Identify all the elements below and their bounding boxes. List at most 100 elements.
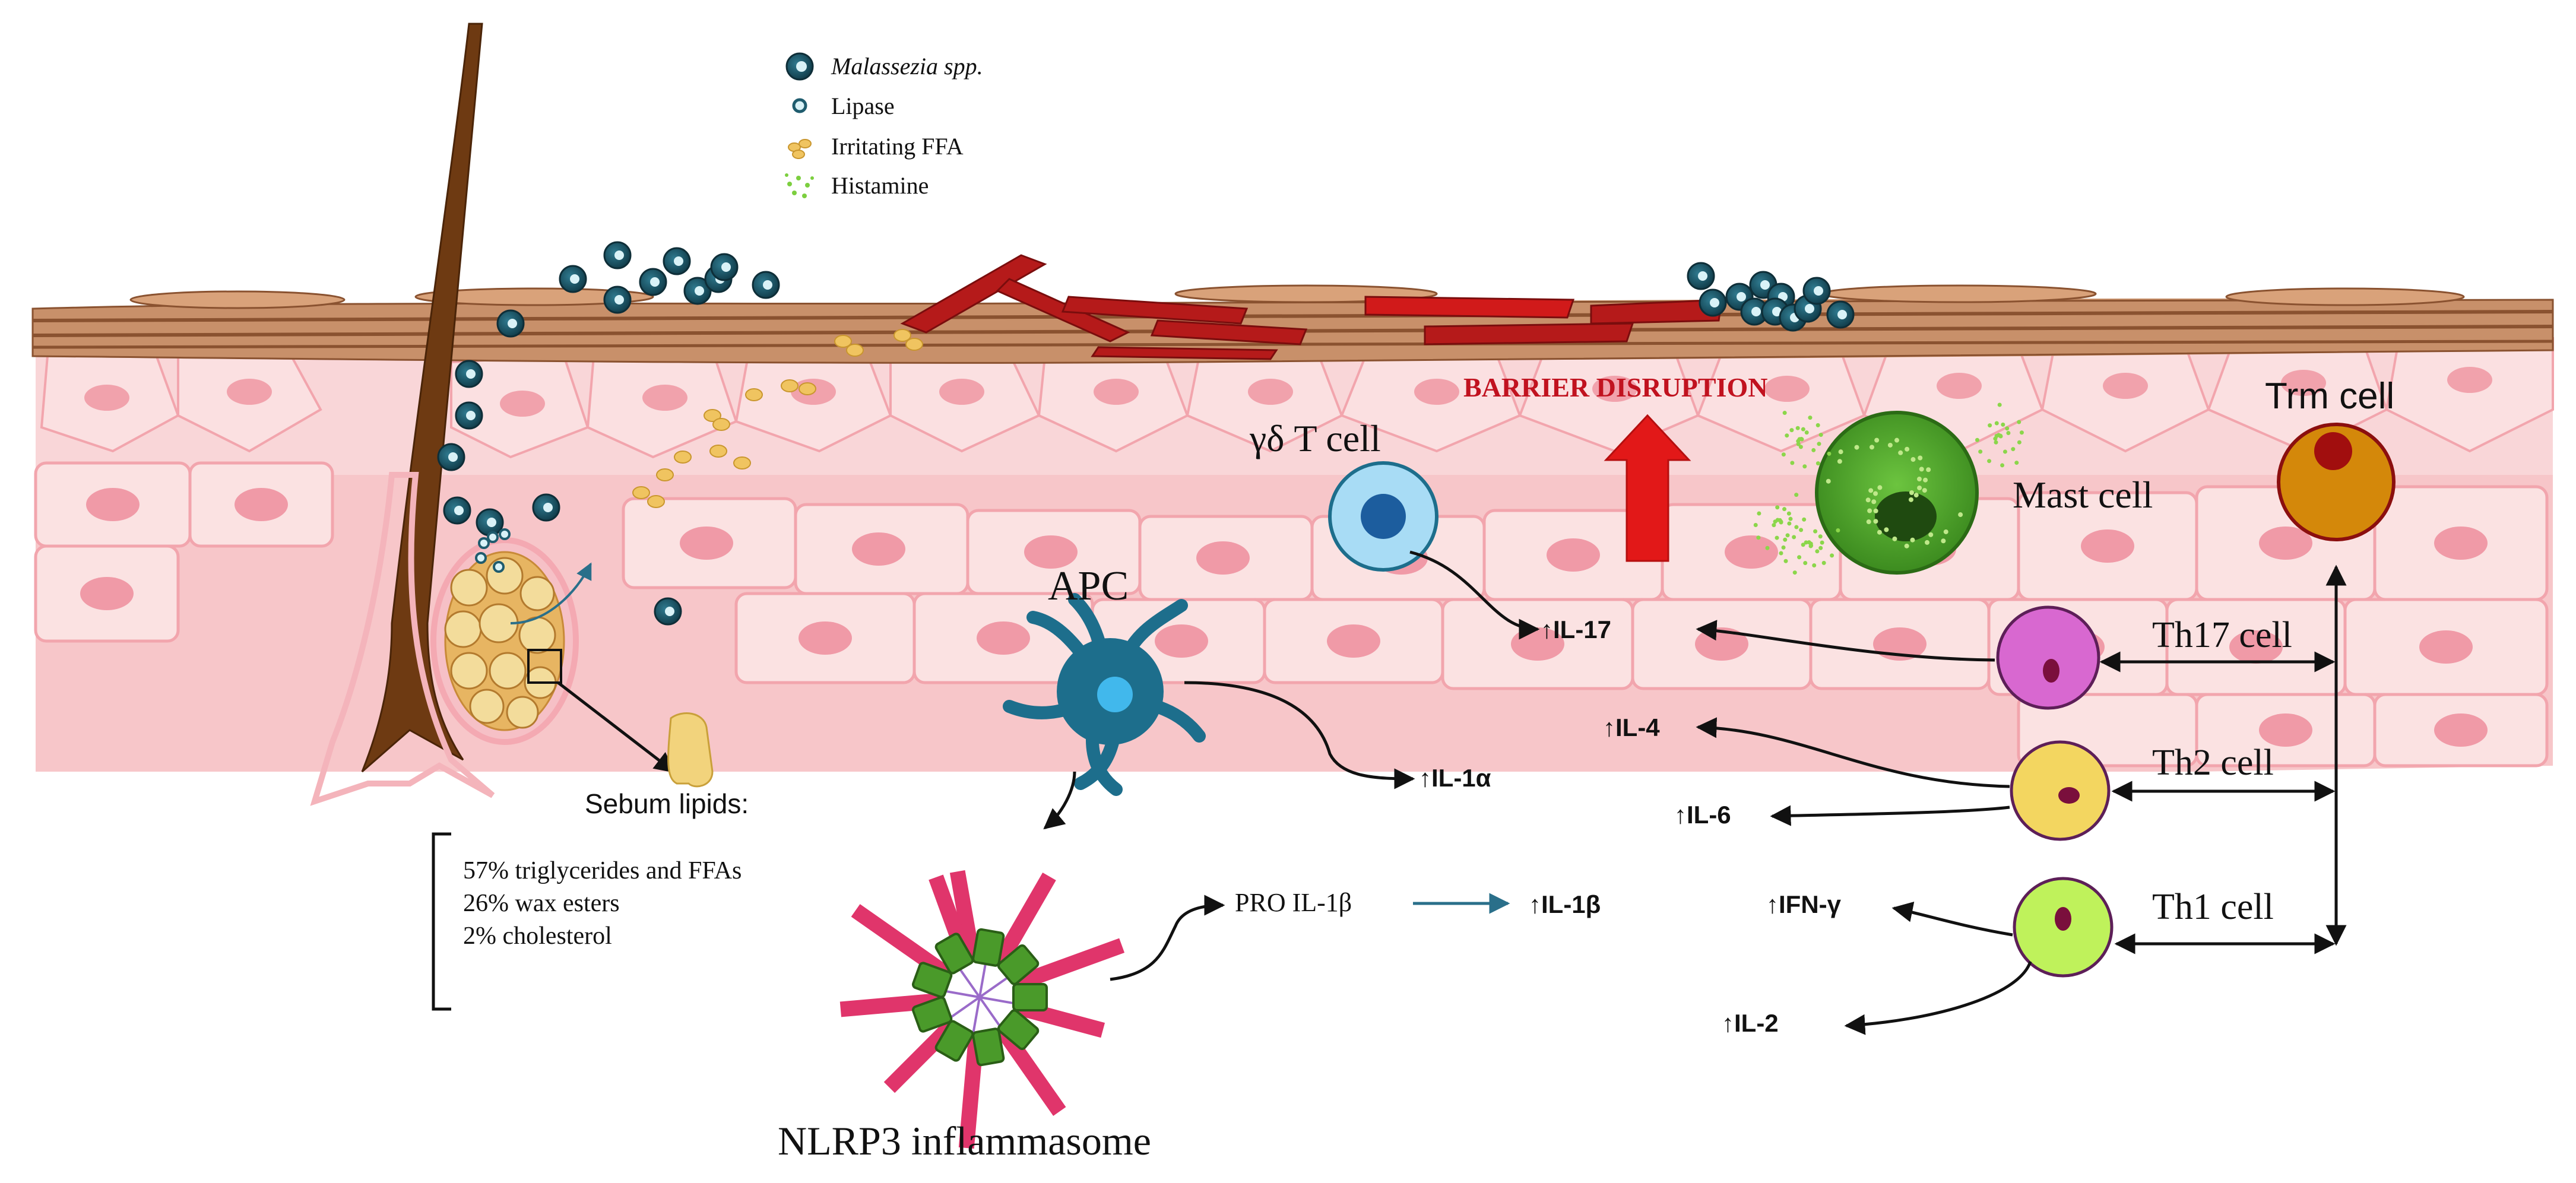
nlrp3-block (934, 933, 974, 975)
mast-granule (1918, 455, 1923, 461)
histamine-dot (1795, 426, 1800, 430)
ffa-droplet (632, 486, 650, 499)
histamine-dot (1785, 533, 1790, 538)
histamine-dot (1836, 528, 1840, 532)
th2-cell-label: Th2 cell (2152, 743, 2274, 783)
histamine-dot (1801, 427, 1805, 432)
il1a-label: ↑IL-1α (1419, 764, 1491, 792)
malassezia-cell (455, 360, 483, 388)
histamine-dot (1792, 535, 1796, 540)
mast-granule (1908, 497, 1913, 502)
histamine-dot (1813, 529, 1818, 534)
mast-granule (1871, 499, 1877, 505)
lipase-dot (478, 537, 490, 549)
sebum-bracket (432, 832, 451, 1011)
histamine-dot (1801, 543, 1805, 547)
ffa-droplet (647, 495, 665, 508)
mast-granule (1869, 445, 1874, 450)
malassezia-cell (443, 496, 471, 525)
sebaceous-gland (430, 537, 579, 745)
ffa-droplet (781, 379, 799, 392)
mast-granule (1923, 477, 1928, 483)
lipase-dot (493, 561, 505, 573)
sebum-lipid-icon (667, 712, 714, 788)
apc-cell (1003, 593, 1206, 796)
histamine-dot (1988, 423, 1992, 428)
nlrp3-spoke (972, 997, 981, 1033)
trm-cell-label: Trm cell (2265, 376, 2394, 417)
malassezia-cell (1687, 262, 1715, 290)
ffa-droplet (745, 388, 763, 401)
histamine-dot (1809, 543, 1814, 548)
histamine-dot (2005, 426, 2010, 431)
th-network-arrows (2099, 564, 2347, 954)
th17-cell-label: Th17 cell (2152, 615, 2292, 655)
mast-granule (1928, 532, 1934, 537)
histamine-dot (1817, 442, 1821, 446)
mast-cell (1815, 411, 1979, 575)
histamine-dot (1804, 430, 1809, 435)
histamine-dot (2006, 431, 2011, 436)
histamine-dot (1821, 560, 1826, 565)
mast-granule (1892, 536, 1897, 541)
nlrp3-block (911, 996, 953, 1033)
flow-arrows (1043, 550, 2032, 1035)
histamine-dot (1789, 428, 1794, 433)
mast-granule (1826, 478, 1831, 484)
il1b-label: ↑IL-1β (1529, 890, 1601, 918)
ffa-droplet (712, 418, 730, 431)
nlrp3-block (934, 1020, 974, 1062)
malassezia-cell (455, 401, 483, 430)
lipase-dot (499, 528, 511, 540)
ffa-droplet (834, 335, 852, 348)
histamine-dot (2017, 420, 2021, 424)
nlrp3-block (911, 962, 953, 998)
histamine-dot (1827, 451, 1832, 456)
mast-granule (1913, 493, 1919, 498)
nlrp3-spoke (949, 996, 981, 1019)
ffa-droplet (893, 329, 911, 342)
histamine-dot (1815, 461, 1820, 466)
histamine-dot (1794, 525, 1799, 529)
mast-granule (1838, 449, 1843, 455)
histamine-dot (1799, 437, 1804, 442)
histamine-dot (1802, 517, 1807, 522)
il2-label: ↑IL-2 (1722, 1009, 1779, 1037)
malassezia-cell (752, 271, 780, 299)
mast-granule (1877, 485, 1883, 490)
histamine-dot (2003, 449, 2007, 454)
histamine-dot (1818, 534, 1823, 539)
nlrp3-block (972, 1027, 1005, 1067)
malassezia-cell (476, 508, 504, 537)
histamine-dot (1772, 523, 1776, 528)
histamine-dot (1818, 433, 1823, 437)
histamine-dot (1782, 411, 1787, 416)
legend-lipase-label: Lipase (831, 93, 895, 119)
histamine-dot (1820, 540, 1824, 545)
malassezia-cell (559, 265, 587, 293)
histamine-dot (2017, 440, 2021, 445)
sebum-lipids-title: Sebum lipids: (585, 788, 749, 819)
histamine-dot (1775, 505, 1780, 510)
histamine-dot (1781, 452, 1786, 457)
malassezia-cell (496, 309, 525, 338)
histamine-dot (1804, 540, 1808, 545)
legend-histamine-label: Histamine (831, 172, 929, 199)
histamine-dot (2001, 422, 2005, 427)
histamine-dot (1987, 459, 1992, 464)
sebum-item-2: 26% wax esters (463, 890, 620, 917)
malassezia-cell (603, 286, 632, 314)
mast-granule (1866, 519, 1871, 525)
pro-il1b-label: PRO IL-1β (1235, 888, 1352, 917)
nlrp3-spoke (978, 996, 1002, 1027)
nlrp3-rod (997, 1026, 1066, 1116)
nlrp3-rod (993, 872, 1056, 965)
mast-granule (1943, 529, 1948, 534)
mast-granule (1904, 543, 1909, 548)
malassezia-cell (654, 597, 682, 626)
il6-label: ↑IL-6 (1674, 801, 1731, 829)
ffa-droplet (905, 338, 923, 351)
lipase-dot (487, 531, 499, 543)
histamine-dot (1792, 570, 1797, 575)
